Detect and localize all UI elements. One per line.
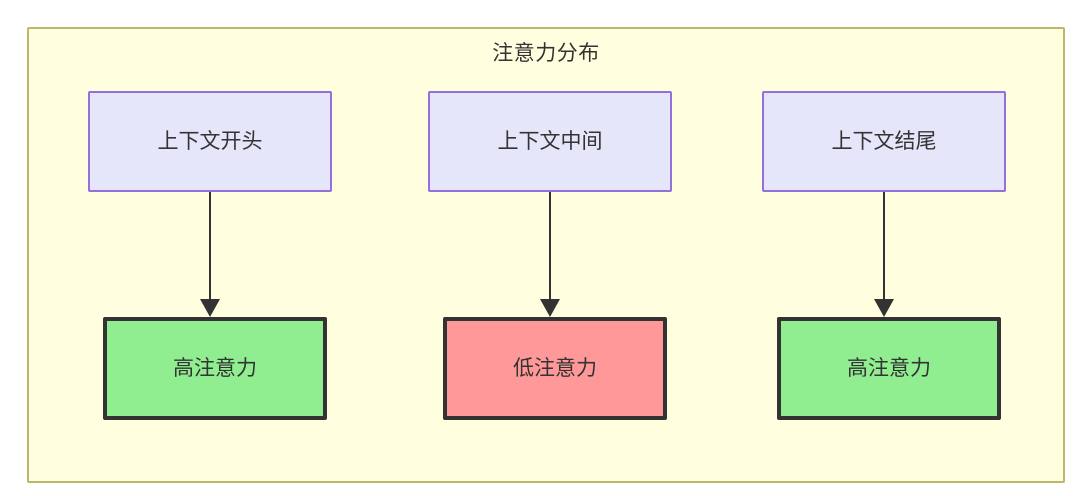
node-label: 高注意力 xyxy=(173,357,257,380)
node-context-end[interactable]: 上下文结尾 xyxy=(762,91,1006,192)
node-label: 上下文中间 xyxy=(497,130,603,153)
node-attention-middle[interactable]: 低注意力 xyxy=(443,317,667,420)
node-label: 高注意力 xyxy=(847,357,931,380)
subgraph-title: 注意力分布 xyxy=(492,42,600,65)
node-label: 上下文结尾 xyxy=(831,130,937,153)
node-attention-end[interactable]: 高注意力 xyxy=(777,317,1001,420)
node-context-middle[interactable]: 上下文中间 xyxy=(428,91,672,192)
node-label: 低注意力 xyxy=(513,357,597,380)
node-label: 上下文开头 xyxy=(157,130,263,153)
node-attention-start[interactable]: 高注意力 xyxy=(103,317,327,420)
node-context-start[interactable]: 上下文开头 xyxy=(88,91,332,192)
